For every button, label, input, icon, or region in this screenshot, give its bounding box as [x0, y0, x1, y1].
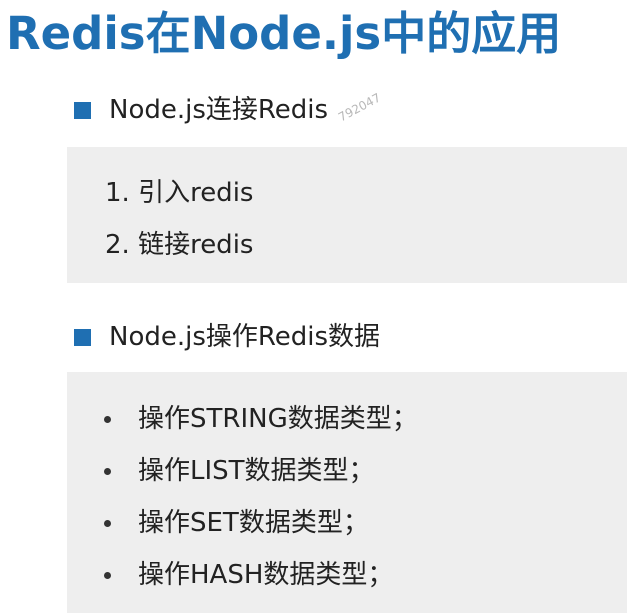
section-heading-text: Node.js操作Redis数据 — [109, 322, 381, 352]
section-heading-connect: Node.js连接Redis — [74, 94, 328, 126]
section-heading-operate: Node.js操作Redis数据 — [74, 321, 380, 353]
bullet-item: 操作SET数据类型； — [138, 508, 369, 538]
bullet-item: 操作STRING数据类型； — [138, 404, 418, 434]
square-bullet-icon — [74, 328, 91, 346]
bullet-dot-icon — [104, 572, 111, 579]
bullet-dot-icon — [104, 468, 111, 475]
slide-title: Redis在Node.js中的应用 — [6, 7, 562, 60]
bullet-dot-icon — [104, 416, 111, 423]
watermark: 792047 — [336, 90, 384, 125]
numbered-item: 1. 引入redis — [105, 178, 254, 208]
square-bullet-icon — [74, 101, 91, 119]
bullet-item: 操作LIST数据类型； — [138, 456, 375, 486]
bullet-item: 操作HASH数据类型； — [138, 560, 394, 590]
numbered-item: 2. 链接redis — [105, 230, 254, 260]
section-heading-text: Node.js连接Redis — [109, 95, 329, 125]
content-box-connect — [67, 147, 627, 283]
bullet-dot-icon — [104, 520, 111, 527]
content-box-operate — [67, 372, 627, 613]
